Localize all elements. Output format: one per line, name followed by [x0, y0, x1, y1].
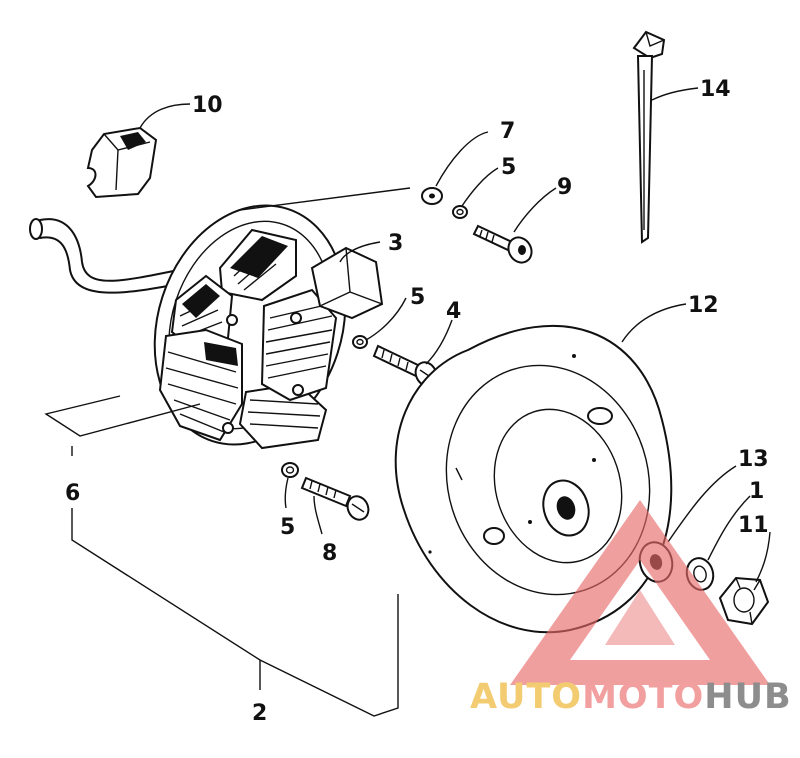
nut-part-11: [718, 576, 770, 626]
callout-3: 3: [388, 231, 403, 256]
svg-text:AUTOMOTOHUB: AUTOMOTOHUB: [470, 677, 792, 717]
callout-labels: 10 7 5 9 14 3 5 4 12 13 1 11 6 5 8 2: [65, 77, 769, 726]
wire-harness: [29, 218, 189, 294]
callout-13: 13: [738, 447, 769, 472]
callout-10: 10: [192, 93, 223, 118]
callout-11: 11: [738, 513, 769, 538]
grommet-part: [86, 126, 158, 199]
screw-part-8: [300, 476, 370, 521]
callout-9: 9: [557, 175, 572, 200]
cable-tie-part-14: [632, 30, 666, 244]
callout-5: 5: [410, 285, 425, 310]
callout-4: 4: [446, 299, 461, 324]
watermark-moto: MOTO: [582, 677, 704, 717]
stator-assembly: [44, 187, 411, 450]
callout-7: 7: [500, 119, 515, 144]
callout-12: 12: [688, 293, 719, 318]
watermark-logo: AUTOMOTOHUB: [470, 500, 792, 717]
leader-lines: [71, 87, 771, 717]
watermark-triangle: [510, 500, 770, 685]
lock-washer-part-5-mid: [352, 335, 368, 349]
callout-5: 5: [280, 515, 295, 540]
flywheel-part-12: [394, 325, 673, 634]
callout-8: 8: [322, 541, 337, 566]
callout-14: 14: [700, 77, 731, 102]
callout-5: 5: [501, 155, 516, 180]
watermark-hub: HUB: [704, 677, 791, 717]
lock-washer-part-5-top: [452, 205, 468, 219]
callout-1: 1: [749, 479, 764, 504]
lock-washer-part-5-bottom: [281, 462, 299, 478]
watermark-auto: AUTO: [470, 677, 582, 717]
bolt-part-9: [472, 224, 533, 264]
washer-part-7: [421, 187, 443, 205]
callout-6: 6: [65, 481, 80, 506]
callout-2: 2: [252, 701, 267, 726]
